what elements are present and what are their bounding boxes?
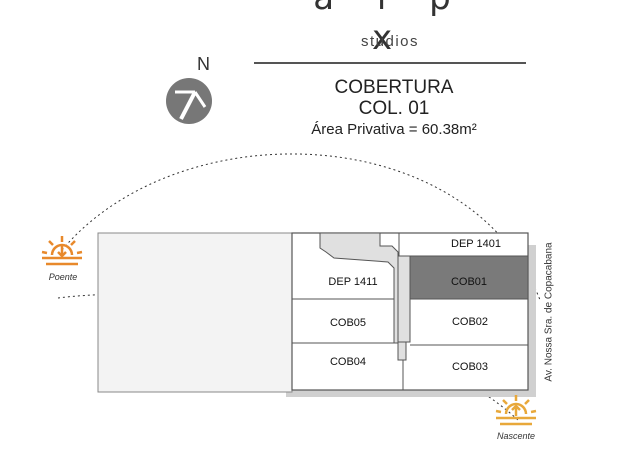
unit-cob01 bbox=[409, 255, 529, 300]
unit-subtitle: COL. 01 bbox=[358, 98, 430, 119]
street-name: Av. Nossa Sra. de Copacabana bbox=[543, 242, 555, 382]
sun-label-east: Nascente bbox=[496, 431, 536, 441]
core-wall bbox=[319, 232, 407, 361]
north-label: N bbox=[197, 54, 210, 74]
terrace-area bbox=[97, 232, 293, 393]
unit-label-cob03: COB03 bbox=[451, 361, 489, 373]
unit-area: Área Privativa = 60.38m² bbox=[311, 121, 477, 138]
north-arrow-icon bbox=[166, 78, 212, 124]
brand-subtitle: studios bbox=[360, 33, 420, 50]
unit-label-cob02: COB02 bbox=[451, 316, 489, 328]
unit-label-cob01: COB01 bbox=[450, 276, 488, 288]
unit-label-dep1411: DEP 1411 bbox=[328, 276, 378, 288]
sun-icon-west bbox=[41, 236, 83, 266]
header-divider bbox=[254, 62, 526, 64]
core-column bbox=[397, 255, 411, 343]
unit-label-dep1401: DEP 1401 bbox=[451, 238, 501, 250]
unit-label-cob04: COB04 bbox=[329, 356, 367, 368]
sun-icon-east bbox=[495, 395, 537, 426]
brand-logo: a i p x bbox=[313, 0, 450, 58]
sun-label-west: Poente bbox=[48, 272, 78, 282]
unit-title: COBERTURA bbox=[334, 77, 454, 98]
unit-label-cob05: COB05 bbox=[329, 317, 367, 329]
